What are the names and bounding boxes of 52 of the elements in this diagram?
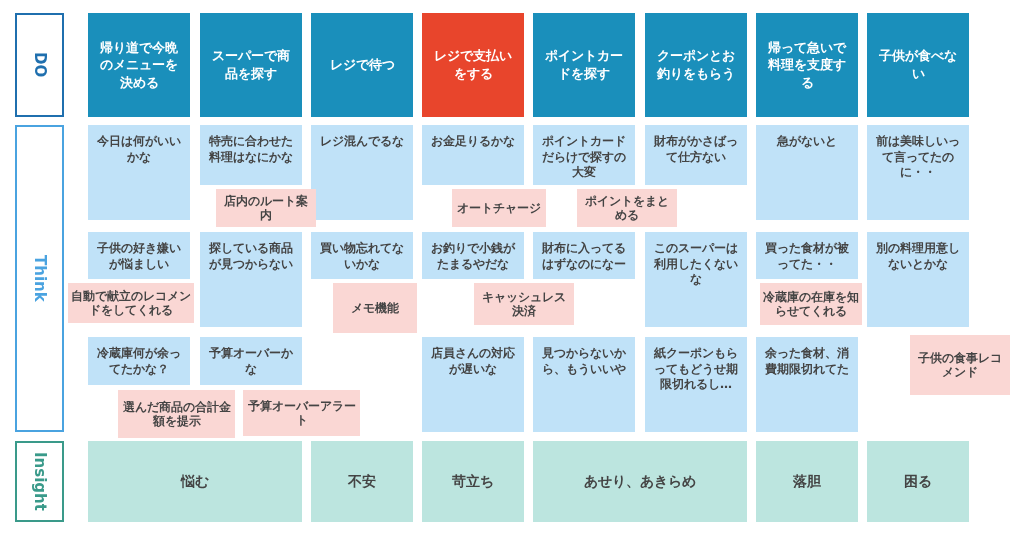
insight-card: 不安 xyxy=(311,441,413,522)
thought-card: 前は美味しいって言ってたのに・・ xyxy=(867,125,969,220)
action-card: スーパーで商品を探す xyxy=(200,13,302,117)
action-card: レジで支払いをする xyxy=(422,13,524,117)
thought-card: 買った食材が被ってた・・ xyxy=(756,232,858,279)
thought-card: 急がないと xyxy=(756,125,858,220)
sticky-note: オートチャージ xyxy=(452,189,546,227)
thought-card: 特売に合わせた料理はなにかな xyxy=(200,125,302,185)
thought-card: 財布に入ってるはずなのになー xyxy=(533,232,635,279)
row-header xyxy=(15,13,64,117)
row-header xyxy=(15,125,64,432)
thought-card: 冷蔵庫何が余ってたかな？ xyxy=(88,337,190,385)
insight-card: 落胆 xyxy=(756,441,858,522)
thought-card: ポイントカードだらけで探すの大変 xyxy=(533,125,635,185)
thought-card: このスーパーは利用したくないな xyxy=(645,232,747,327)
action-card: ポイントカードを探す xyxy=(533,13,635,117)
thought-card: お釣りで小銭がたまるやだな xyxy=(422,232,524,279)
thought-card: お金足りるかな xyxy=(422,125,524,185)
row-label: DO xyxy=(30,52,49,78)
sticky-note: 店内のルート案内 xyxy=(216,189,316,227)
action-card: 子供が食べない xyxy=(867,13,969,117)
row-label: Think xyxy=(30,255,49,302)
row-header xyxy=(15,441,64,522)
sticky-note: 冷蔵庫の在庫を知らせてくれる xyxy=(760,283,862,325)
row-label: Insight xyxy=(30,452,49,511)
thought-card: 探している商品が見つからない xyxy=(200,232,302,327)
thought-card: 紙クーポンもらってもどうせ期限切れるし… xyxy=(645,337,747,432)
sticky-note: 自動で献立のレコメンドをしてくれる xyxy=(68,283,194,323)
thought-card: 余った食材、消費期限切れてた xyxy=(756,337,858,432)
insight-card: 苛立ち xyxy=(422,441,524,522)
sticky-note: メモ機能 xyxy=(333,283,417,333)
thought-card: 見つからないから、もういいや xyxy=(533,337,635,432)
insight-card: あせり、あきらめ xyxy=(533,441,747,522)
action-card: 帰って急いで料理を支度する xyxy=(756,13,858,117)
insight-card: 悩む xyxy=(88,441,302,522)
thought-card: 買い物忘れてないかな xyxy=(311,232,413,279)
sticky-note: 予算オーバーアラート xyxy=(243,390,360,436)
sticky-note: キャッシュレス決済 xyxy=(474,283,574,325)
action-card: レジで待つ xyxy=(311,13,413,117)
sticky-note: 選んだ商品の合計金額を提示 xyxy=(118,390,235,438)
action-card: 帰り道で今晩のメニューを決める xyxy=(88,13,190,117)
thought-card: 子供の好き嫌いが悩ましい xyxy=(88,232,190,279)
sticky-note: ポイントをまとめる xyxy=(577,189,677,227)
thought-card: 予算オーバーかな xyxy=(200,337,302,385)
insight-card: 困る xyxy=(867,441,969,522)
sticky-note: 子供の食事レコメンド xyxy=(910,335,1010,395)
thought-card: 財布がかさばって仕方ない xyxy=(645,125,747,185)
thought-card: 今日は何がいいかな xyxy=(88,125,190,220)
action-card: クーポンとお釣りをもらう xyxy=(645,13,747,117)
thought-card: 別の料理用意しないとかな xyxy=(867,232,969,327)
thought-card: 店員さんの対応が遅いな xyxy=(422,337,524,432)
thought-card: レジ混んでるな xyxy=(311,125,413,220)
